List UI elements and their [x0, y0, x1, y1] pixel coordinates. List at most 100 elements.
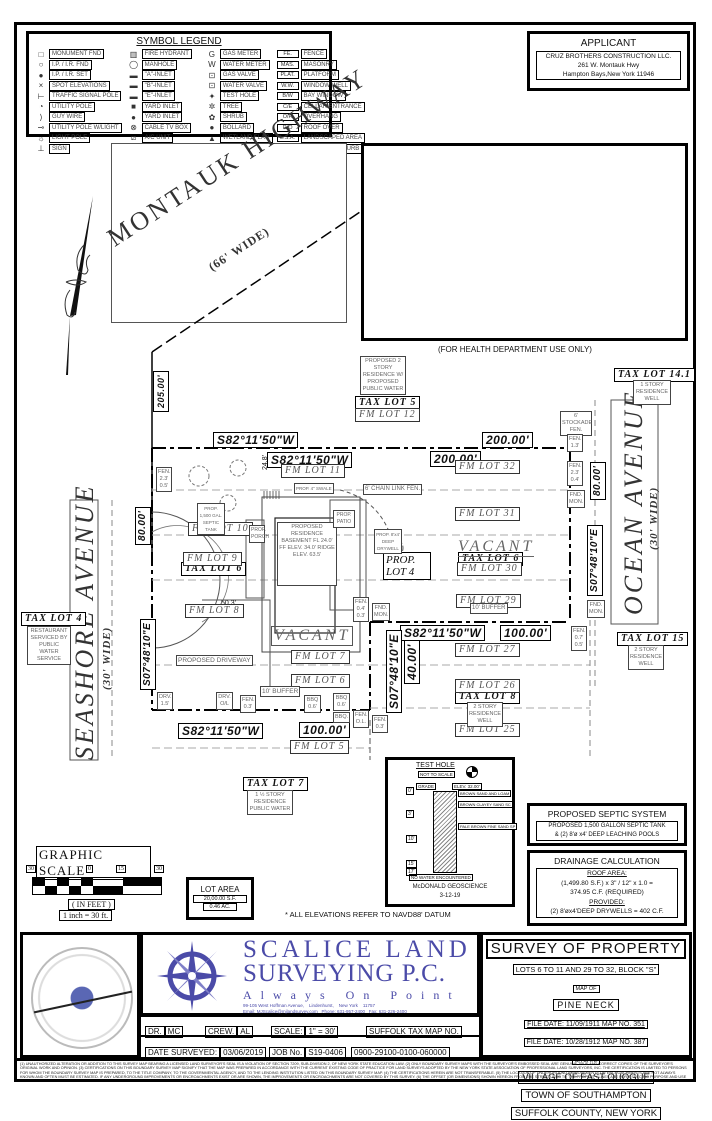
legend-abbreviation: MAS.: [276, 60, 299, 69]
disclaimer-cell: (1) UNAUTHORIZED ALTERATION OR ADDITION …: [14, 1058, 696, 1082]
legend-item: ■YARD INLET: [126, 101, 200, 113]
legend-label: UTILITY POLE W/LIGHT: [49, 122, 122, 133]
survey-map-name: PINE NECK: [553, 999, 619, 1011]
proposed-patio: PROP. PATIO: [333, 510, 355, 528]
drafter-field: DR.MC: [145, 1021, 184, 1039]
legend-abbreviation: B/W: [276, 92, 299, 101]
legend-item: ●YARD INLET: [126, 112, 200, 123]
bearing-east-lower: S07°48'10"E: [386, 630, 402, 713]
legend-label: WINDOW WELL: [300, 80, 351, 91]
legend-label: I.P. / I.R. FND: [49, 59, 92, 70]
legend-label: TREE: [219, 101, 242, 112]
fm-lot-32: FM LOT 32: [455, 460, 520, 474]
legend-label: SPOT ELEVATIONS: [49, 80, 110, 91]
legend-item: ◔UTILITY POLE: [33, 101, 122, 113]
legend-item: ▥FIRE HYDRANT: [126, 49, 200, 60]
manhole-icon: ◯: [129, 60, 139, 70]
drainage-details: ROOF AREA: (1,499.80 S.F.) x 3" / 12" x …: [536, 868, 678, 918]
legend-label: WETLAND FLAG: [219, 133, 273, 144]
north-arrow-icon: [64, 196, 93, 375]
legend-label: BOLLARD: [219, 122, 254, 133]
gas-meter-icon: G: [208, 49, 216, 59]
distance-east-40: 40.00': [404, 640, 420, 684]
legend-label: YARD INLET: [141, 101, 183, 112]
survey-county: SUFFOLK COUNTY, NEW YORK: [510, 1107, 662, 1120]
elevation-datum-note: * ALL ELEVATIONS REFER TO NAVD88' DATUM: [285, 910, 451, 919]
legend-label: OVERHANG: [300, 112, 341, 123]
test-hole-water: NO WATER ENCOUNTERED: [409, 874, 473, 881]
vacant-label-right: VACANT: [458, 538, 535, 557]
graphic-scale-ratio: 1 inch = 30 ft.: [59, 910, 113, 921]
proposed-swale: PROP. 4" SWALE: [294, 483, 334, 494]
proposed-porch: PROP. PORCH: [249, 525, 269, 543]
monument-icon: □: [38, 49, 44, 59]
test-hole-title: TEST HOLE: [416, 762, 455, 769]
legend-item: FE.FENCE: [276, 49, 365, 60]
legend-abbreviation: PLAT.: [276, 71, 299, 80]
proposed-2story-note: PROPOSED 2 STORY RESIDENCE W/ PROPOSED P…: [360, 356, 406, 395]
legend-label: LIGHT POLE: [49, 133, 91, 144]
stockade-fence-note: 6' STOCKADE FEN.: [560, 411, 592, 436]
test-hole-firm: McDONALD GEOSCIENCE: [412, 884, 488, 890]
graphic-scale-title: GRAPHIC SCALE: [36, 846, 151, 880]
bollard-icon: ●: [209, 123, 215, 133]
lot-area-title: LOT AREA: [200, 885, 240, 894]
found-monument-2: FND. MON.: [587, 600, 605, 618]
legend-label: GAS VALVE: [219, 70, 259, 81]
legend-label: WATER METER: [219, 59, 270, 70]
test-hole-not-to-scale: NOT TO SCALE: [418, 771, 455, 778]
tax-lot-15: TAX LOT 15: [617, 632, 689, 646]
legend-label: WATER VALVE: [219, 80, 268, 91]
distance-middle-100: 100.00': [500, 625, 552, 641]
legend-item: ⊥SIGN: [33, 143, 122, 155]
legend-label: SIGN: [49, 143, 70, 154]
distance-north-200a: 200.00': [482, 432, 534, 448]
legend-item: ○I.P. / I.R. FND: [33, 59, 122, 71]
survey-lots: LOTS 6 TO 11 AND 29 TO 32, BLOCK "S": [512, 964, 660, 975]
legend-label: "B"-INLET: [141, 80, 175, 91]
spot-elevation-icon: ×: [38, 81, 44, 91]
ocean-avenue-label: OCEAN AVENUE: [619, 389, 648, 615]
legend-label: "A"-INLET: [141, 70, 175, 81]
legend-label: A/C UNIT: [141, 133, 174, 144]
legend-item: ⊢TRAFFIC SIGNAL POLE: [33, 91, 122, 102]
test-hole-box: TEST HOLE NOT TO SCALE GRADE ELEV. 32.00…: [385, 757, 518, 907]
bbq-label: BBQ.: [333, 712, 351, 723]
chain-link-fence-note: 6' CHAIN LINK FEN.: [363, 484, 423, 495]
drafter-label: DR.: [145, 1026, 165, 1038]
depth-marker: 17': [406, 868, 417, 876]
drainage-calculation-box: DRAINAGE CALCULATION ROOF AREA: (1,499.8…: [527, 850, 687, 926]
bearing-east-upper: S07°48'10"E: [587, 524, 603, 596]
applicant-box: APPLICANT CRUZ BROTHERS CONSTRUCTION LLC…: [527, 31, 690, 91]
crew-label: CREW.: [205, 1026, 238, 1038]
surveyor-seal-cell: [20, 932, 140, 1058]
montauk-highway-box: [111, 143, 347, 323]
found-monument-3: FND. MON.: [372, 603, 390, 621]
light-pole-icon: ☼: [37, 133, 45, 143]
scale-value: 1" = 30': [305, 1026, 339, 1038]
proposed-residence: PROPOSED RESIDENCE BASEMENT FL 24.0' FF …: [277, 522, 337, 586]
health-department-note: (FOR HEALTH DEPARTMENT USE ONLY): [438, 345, 592, 354]
fence-offset-3: FEN. 1.3': [567, 434, 583, 452]
legend-item: ●I.P. / I.R. SET: [33, 70, 122, 81]
tree-icon: ✲: [208, 102, 216, 112]
fence-offset-4: FEN. 0.4' 0.3': [353, 597, 369, 622]
legend-column-1: □MONUMENT FND○I.P. / I.R. FND●I.P. / I.R…: [33, 49, 122, 154]
bbq-offset-1: BBQ 0.6': [304, 695, 321, 713]
fm-lot-26: FM LOT 26: [455, 679, 520, 693]
crew-value: AL: [237, 1026, 254, 1038]
legend-label: GAS METER: [219, 49, 262, 60]
bbq-offset-2: BBQ 0.6': [333, 693, 350, 711]
fm-lot-27: FM LOT 27: [455, 643, 520, 657]
bearing-west: S07°48'10"E: [140, 618, 156, 690]
disclaimer-text: (1) UNAUTHORIZED ALTERATION OR ADDITION …: [20, 1062, 687, 1082]
lot-area-sf: 20,00.00 S.F.: [193, 895, 247, 903]
legend-label: TEST HOLE: [219, 91, 260, 102]
distance-24-8: 24.8': [262, 455, 269, 470]
fm-lot-5: FM LOT 5: [290, 740, 349, 754]
e-inlet-icon: ▬: [129, 91, 138, 101]
legend-item: ⊗CABLE TV BOX: [126, 122, 200, 134]
fm-lot-6: FM LOT 6: [291, 674, 350, 688]
